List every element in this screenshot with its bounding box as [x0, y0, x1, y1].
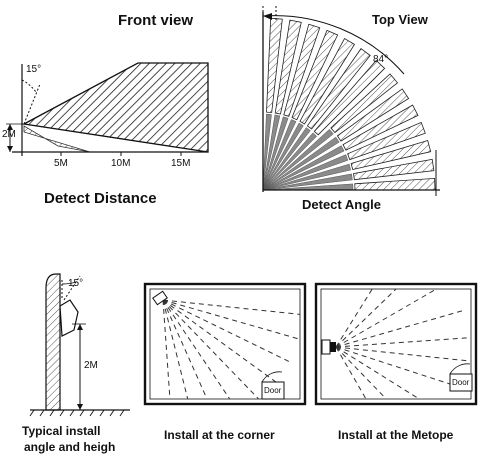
detection-ray — [335, 289, 397, 348]
corner-door — [261, 381, 285, 400]
front-angle-line — [23, 83, 41, 125]
install-sensor — [59, 299, 79, 337]
fan-outer-wedge — [342, 104, 419, 151]
typical-install-caption-line1: Typical install — [22, 424, 101, 438]
detection-ray — [335, 337, 471, 348]
fan-inner-wedge — [262, 154, 349, 191]
top-view-caption: Detect Angle — [302, 197, 381, 212]
detection-ray — [335, 289, 438, 348]
install-height-label: 2M — [84, 360, 98, 371]
front-tick-15m: 15M — [171, 158, 191, 169]
fan-outer-wedge — [354, 177, 436, 191]
front-view-diagram — [6, 62, 209, 156]
detection-ray — [335, 289, 373, 348]
fan-outer-wedge — [313, 59, 386, 136]
detection-ray — [335, 346, 471, 362]
top-angle-label: 84° — [373, 54, 389, 65]
detection-ray — [335, 346, 465, 390]
fan-outer-wedge — [291, 29, 339, 121]
metope-install-diagram — [314, 282, 478, 406]
corner-door-label: Door — [264, 386, 282, 395]
front-height-label: 2M — [2, 129, 16, 140]
front-view-caption: Detect Distance — [44, 190, 157, 207]
fan-outer-wedge — [306, 48, 371, 130]
fan-outer-wedge — [347, 121, 426, 161]
front-angle-arc — [21, 79, 37, 93]
fan-outer-wedge — [336, 88, 410, 142]
detection-ray — [335, 309, 466, 348]
fan-outer-wedge — [299, 37, 356, 125]
front-detection-zone — [21, 62, 209, 153]
fan-inner-wedge — [262, 136, 340, 191]
detection-ray — [335, 346, 421, 399]
front-tick-10m: 10M — [111, 158, 131, 169]
fan-outer-wedge — [283, 23, 321, 117]
corner-install-caption: Install at the corner — [164, 428, 275, 442]
fan-outer-wedge — [274, 19, 302, 115]
install-angle-line — [63, 275, 81, 301]
metope-sensor — [321, 339, 331, 355]
corner-sensor — [152, 290, 168, 306]
fan-inner-wedge — [262, 132, 318, 191]
fan-inner-wedge — [262, 119, 297, 191]
fan-outer-wedge — [350, 139, 432, 170]
fan-inner-wedge — [262, 163, 352, 191]
metope-door — [449, 373, 473, 392]
fan-inner-wedge — [262, 127, 311, 191]
front-tick-5m: 5M — [54, 158, 68, 169]
fan-inner-wedge — [262, 122, 304, 191]
metope-install-caption: Install at the Metope — [338, 428, 454, 442]
metope-detection-rays — [335, 289, 471, 399]
fan-inner-wedge — [262, 116, 289, 191]
top-view-diagram — [262, 6, 440, 196]
fan-inner-wedge — [262, 173, 353, 191]
detection-ray — [335, 346, 367, 399]
top-view-fan — [262, 17, 436, 191]
top-view-title: Top View — [372, 12, 428, 27]
typical-install-caption-line2: angle and heigh — [24, 440, 116, 454]
fan-inner-wedge — [262, 114, 281, 191]
fan-outer-wedge — [353, 158, 435, 181]
fan-inner-wedge — [262, 113, 272, 191]
install-wall — [45, 273, 61, 411]
fan-inner-wedge — [262, 128, 334, 191]
detection-ray — [335, 346, 387, 399]
metope-door-label: Door — [452, 378, 470, 387]
typical-install-diagram — [29, 273, 130, 417]
fan-inner-wedge — [262, 145, 345, 191]
install-angle-label: 15° — [68, 278, 84, 289]
front-angle-label: 15° — [26, 64, 42, 75]
corner-install-diagram — [143, 282, 307, 406]
top-angle-arc — [262, 15, 405, 75]
front-view-title: Front view — [118, 12, 194, 29]
fan-outer-wedge — [330, 73, 399, 134]
